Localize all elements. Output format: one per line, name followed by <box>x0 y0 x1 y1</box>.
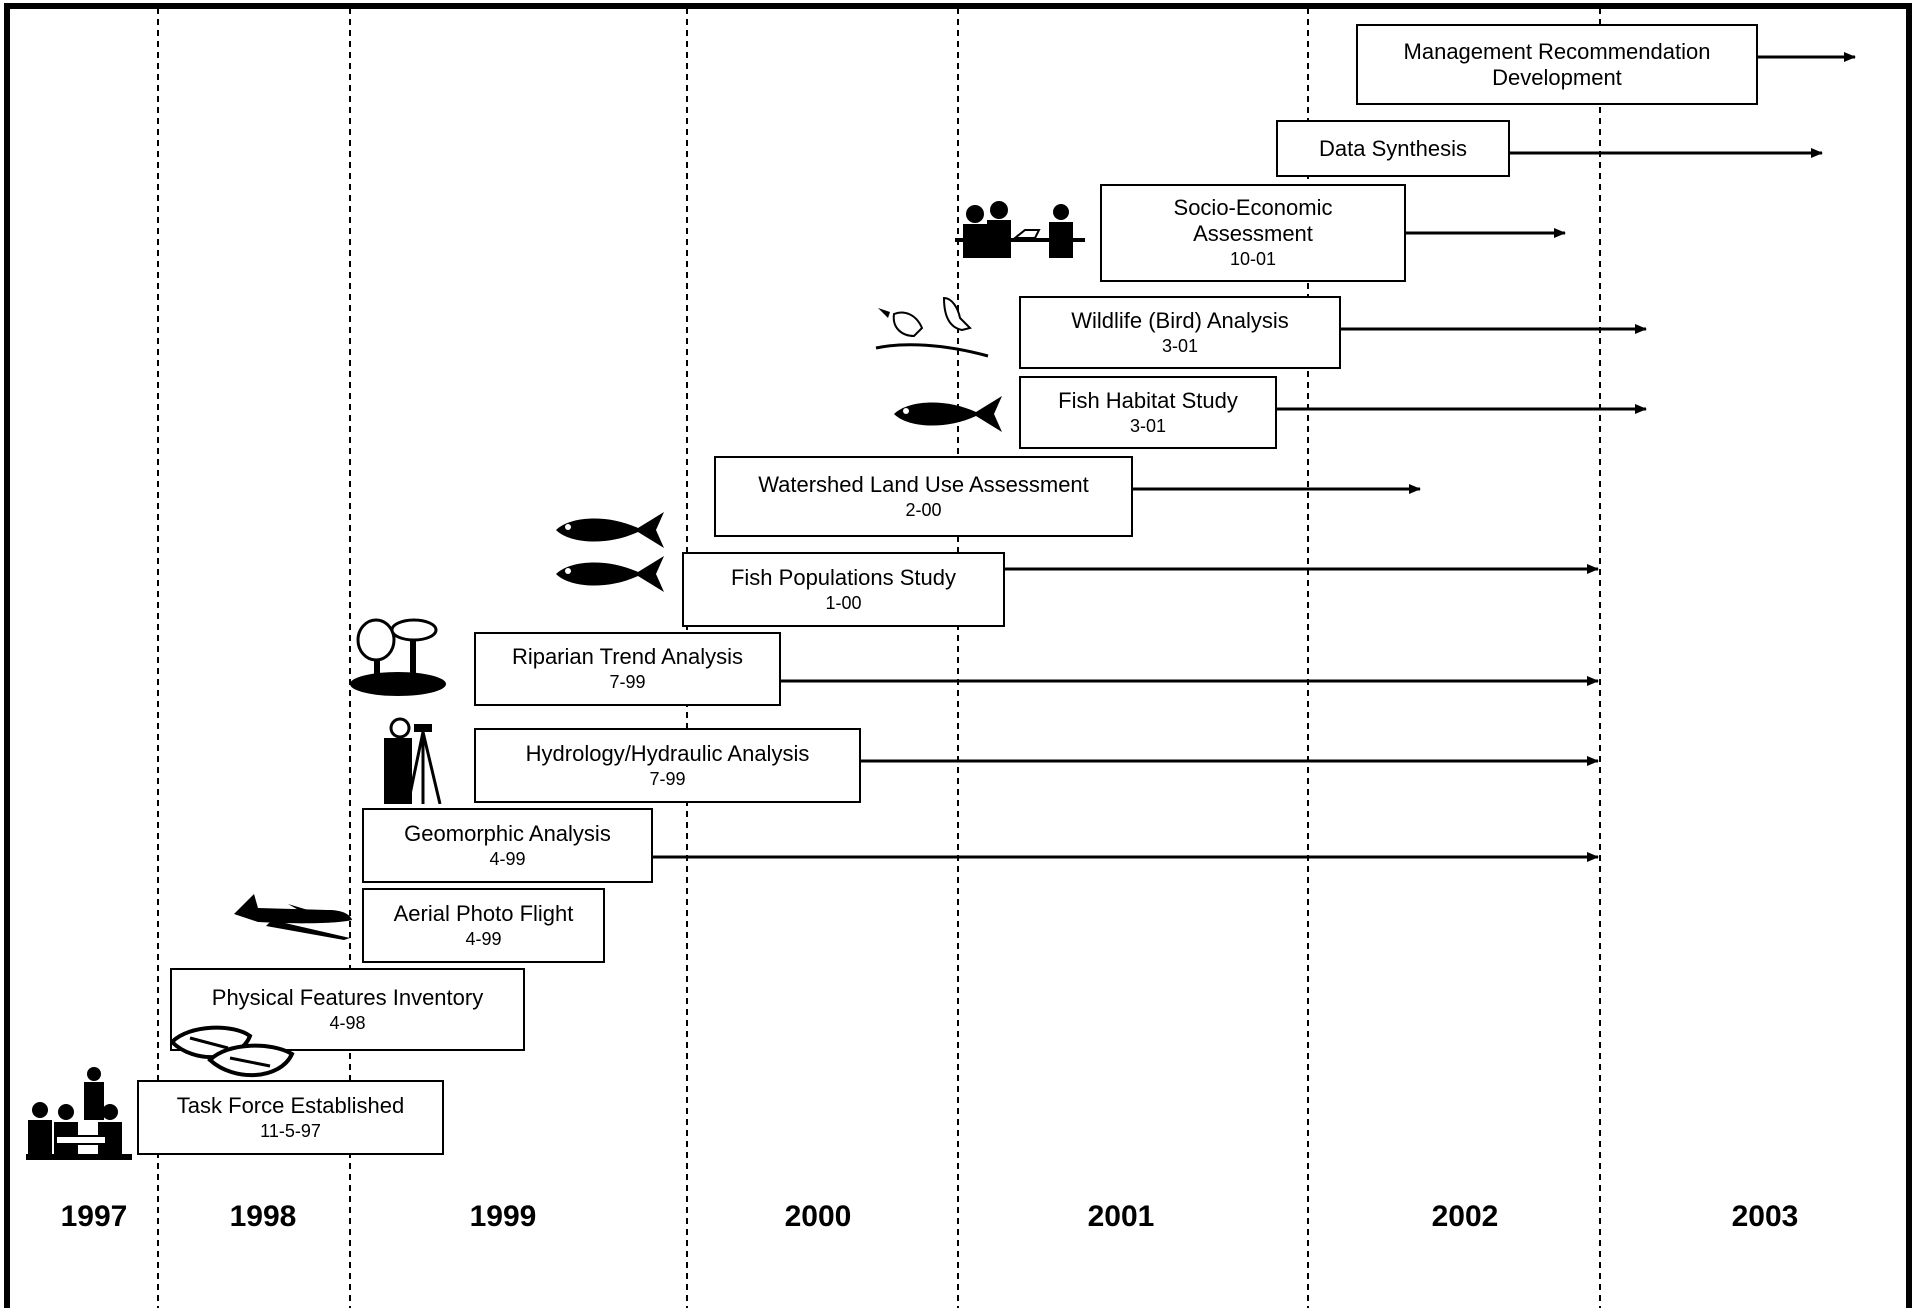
task-date: 2-00 <box>905 499 942 520</box>
task-date: 1-00 <box>825 592 862 613</box>
year-label: 1999 <box>469 1200 537 1233</box>
task-box: Watershed Land Use Assessment 2-00 <box>714 456 1133 537</box>
task-box: Socio-Economic Assessment 10-01 <box>1100 184 1406 282</box>
task-box: Aerial Photo Flight 4-99 <box>362 888 605 963</box>
birds-icon <box>875 296 989 358</box>
task-title: Watershed Land Use Assessment <box>758 471 1089 497</box>
task-title: Fish Habitat Study <box>1058 387 1238 413</box>
year-label: 1997 <box>60 1200 128 1233</box>
task-title: Riparian Trend Analysis <box>511 644 744 670</box>
task-date: 7-99 <box>649 768 686 789</box>
task-title-line2: Development <box>1492 64 1622 90</box>
task-title-line2: Assessment <box>1193 221 1313 247</box>
task-box: Physical Features Inventory 4-98 <box>170 968 525 1051</box>
task-box: Fish Populations Study 1-00 <box>682 552 1005 627</box>
boats-icon <box>170 1025 295 1078</box>
year-label: 2002 <box>1431 1200 1499 1233</box>
task-box: Wildlife (Bird) Analysis 3-01 <box>1019 296 1341 369</box>
task-box: Management Recommendation Development <box>1356 24 1758 105</box>
task-box: Geomorphic Analysis 4-99 <box>362 808 653 883</box>
task-force-icon <box>26 1067 132 1160</box>
task-title: Task Force Established <box>176 1092 405 1118</box>
task-title: Geomorphic Analysis <box>404 820 611 846</box>
year-label: 2003 <box>1731 1200 1799 1233</box>
fish-icon <box>894 396 1002 432</box>
task-title: Hydrology/Hydraulic Analysis <box>525 740 810 766</box>
task-date: 4-98 <box>329 1012 366 1033</box>
task-title: Physical Features Inventory <box>211 984 484 1010</box>
task-box: Task Force Established 11-5-97 <box>137 1080 444 1155</box>
task-title: Management Recommendation <box>1403 38 1711 64</box>
task-date: 4-99 <box>465 928 502 949</box>
task-box: Hydrology/Hydraulic Analysis 7-99 <box>474 728 861 803</box>
task-title: Aerial Photo Flight <box>393 900 574 926</box>
task-date: 11-5-97 <box>260 1120 321 1141</box>
task-date: 3-01 <box>1161 335 1199 356</box>
task-title: Wildlife (Bird) Analysis <box>1071 307 1289 333</box>
year-label: 1998 <box>229 1200 297 1233</box>
task-box: Data Synthesis <box>1276 120 1510 177</box>
surveyor-icon <box>384 717 442 804</box>
task-date: 4-99 <box>489 848 526 869</box>
task-title: Fish Populations Study <box>730 564 957 590</box>
task-title: Socio-Economic <box>1173 195 1333 221</box>
task-box: Riparian Trend Analysis 7-99 <box>474 632 781 706</box>
task-date: 10-01 <box>1229 249 1277 270</box>
meeting-icon <box>955 201 1085 258</box>
airplane-icon <box>234 894 352 940</box>
task-date: 7-99 <box>609 672 646 693</box>
trees-icon <box>350 618 446 696</box>
task-box: Fish Habitat Study 3-01 <box>1019 376 1277 449</box>
fish-icon <box>556 556 664 592</box>
year-label: 2000 <box>784 1200 852 1233</box>
diagram-border <box>4 3 1912 1308</box>
fish-icon <box>556 512 664 548</box>
year-label: 2001 <box>1087 1200 1155 1233</box>
task-title: Data Synthesis <box>1319 135 1467 161</box>
task-date: 3-01 <box>1129 415 1167 436</box>
